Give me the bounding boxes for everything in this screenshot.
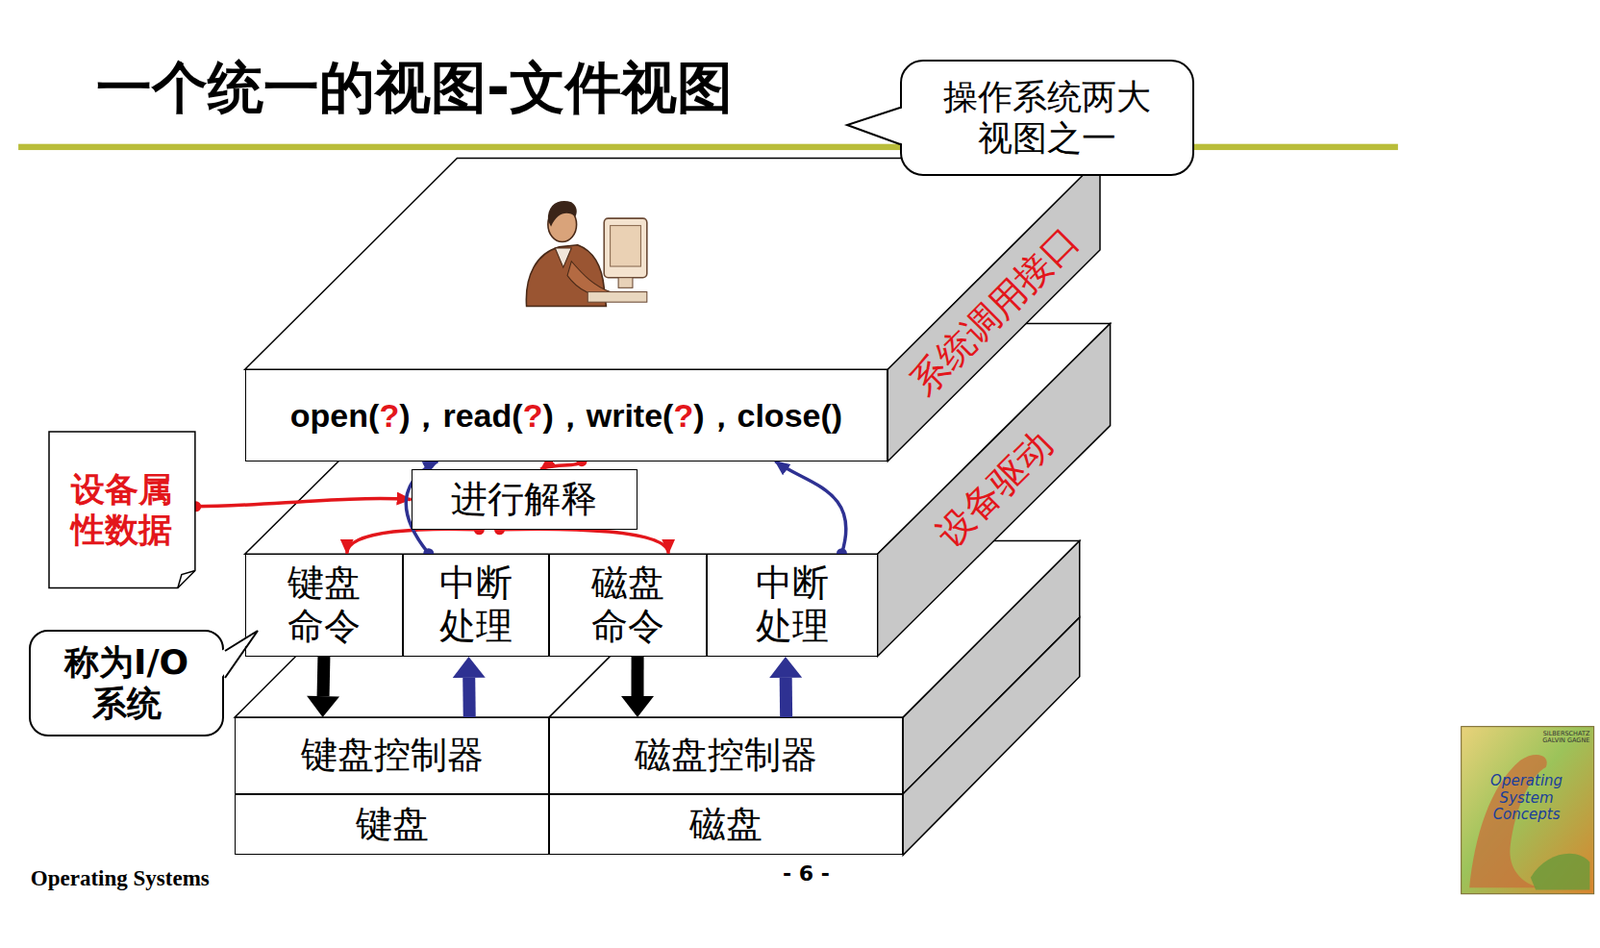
slide-title: 一个统一的视图-文件视图 bbox=[96, 57, 733, 120]
call-text: )，read( bbox=[399, 397, 523, 434]
tail-outline bbox=[225, 630, 258, 678]
interpret-box: 进行解释 bbox=[411, 469, 639, 530]
book-cover bbox=[1461, 726, 1595, 895]
node-text: 磁盘 bbox=[689, 802, 763, 848]
note-box: 设备属 性数据 bbox=[48, 430, 197, 589]
call-text: )，write( bbox=[542, 397, 674, 434]
layer-label: 系统调用接口 bbox=[902, 219, 1088, 404]
note-fold bbox=[177, 570, 196, 588]
device-slab-side bbox=[902, 617, 1080, 855]
node-text: 中断 处理 bbox=[750, 561, 834, 650]
node-text: open(?)，read(?)，write(?)，close() bbox=[290, 396, 843, 436]
hair bbox=[548, 200, 577, 227]
book-authors: SILBERSCHATZ GALVIN GAGNE bbox=[1530, 730, 1591, 746]
device-box: 磁盘 bbox=[549, 794, 903, 856]
dinosaur-2 bbox=[1530, 853, 1591, 891]
screen bbox=[610, 225, 642, 267]
call-text: open( bbox=[290, 397, 380, 434]
arrow-curve bbox=[540, 461, 582, 471]
arrow-curve bbox=[500, 528, 670, 554]
callout-bubble: 称为I/O 系统 bbox=[28, 629, 225, 737]
arrow-shaft bbox=[779, 677, 793, 718]
callout-tail bbox=[900, 59, 1195, 176]
layer-label: 设备驱动 bbox=[928, 423, 1062, 556]
node-text: 称为I/O 系统 bbox=[53, 641, 200, 725]
node-text: 键盘 命令 bbox=[281, 561, 366, 650]
curved-arrow bbox=[190, 499, 411, 513]
curved-arrow bbox=[775, 461, 848, 560]
note-body bbox=[49, 431, 196, 588]
node-text: 设备属 性数据 bbox=[68, 469, 176, 550]
command-cell: 键盘 命令 bbox=[245, 553, 403, 657]
controller-box: 磁盘控制器 bbox=[549, 717, 903, 795]
monitor bbox=[603, 218, 648, 278]
node-text: 磁盘控制器 bbox=[634, 733, 818, 778]
arrow-head bbox=[769, 656, 802, 678]
user-figure bbox=[525, 200, 647, 307]
flow-arrow bbox=[621, 656, 654, 718]
arrow-head bbox=[621, 696, 654, 718]
flow-arrow bbox=[769, 656, 802, 718]
footer-text: Operating Systems bbox=[30, 866, 210, 892]
controller-box: 键盘控制器 bbox=[234, 717, 550, 795]
arrow-shaft bbox=[317, 656, 331, 697]
param-mark: ? bbox=[523, 397, 544, 434]
flow-arrow bbox=[306, 656, 340, 718]
param-mark: ? bbox=[378, 397, 400, 434]
flow-arrow bbox=[452, 656, 486, 718]
arrow-head bbox=[306, 696, 340, 718]
syscall-face: open(?)，read(?)，write(?)，close() bbox=[245, 369, 889, 462]
keyboard-icon bbox=[587, 292, 648, 303]
interrupt-cell: 中断 处理 bbox=[706, 553, 877, 657]
page-number: - 6 - bbox=[782, 862, 830, 887]
node-text: 键盘控制器 bbox=[300, 733, 484, 778]
call-text: )，close() bbox=[693, 397, 843, 434]
cover bbox=[1461, 726, 1595, 895]
collar bbox=[554, 248, 572, 268]
node-text: 进行解释 bbox=[450, 477, 598, 523]
tail-fill bbox=[847, 107, 904, 145]
command-cell: 磁盘 命令 bbox=[549, 553, 707, 657]
node-text: 中断 处理 bbox=[433, 561, 518, 650]
interrupt-cell: 中断 处理 bbox=[402, 553, 550, 657]
device-box: 键盘 bbox=[234, 794, 550, 856]
node-text: 操作系统两大 视图之一 bbox=[937, 75, 1156, 159]
arrow-shaft bbox=[631, 656, 645, 697]
arrow-curve bbox=[196, 499, 412, 507]
monitor-stand bbox=[618, 277, 633, 289]
syscall-slab-side bbox=[887, 158, 1100, 462]
param-mark: ? bbox=[673, 397, 694, 434]
tail-outline bbox=[847, 107, 900, 145]
book-title: Operating System Concepts bbox=[1477, 773, 1576, 824]
arrow-curve bbox=[775, 461, 847, 554]
node-text: 磁盘 命令 bbox=[585, 561, 670, 650]
tail-fill bbox=[221, 630, 258, 678]
note-outline bbox=[48, 430, 197, 589]
node-text: 键盘 bbox=[355, 802, 429, 848]
callout-bubble: 操作系统两大 视图之一 bbox=[900, 59, 1195, 176]
slab-divider bbox=[549, 541, 726, 719]
arrow-head bbox=[452, 656, 486, 678]
arrow-shaft bbox=[462, 677, 476, 718]
